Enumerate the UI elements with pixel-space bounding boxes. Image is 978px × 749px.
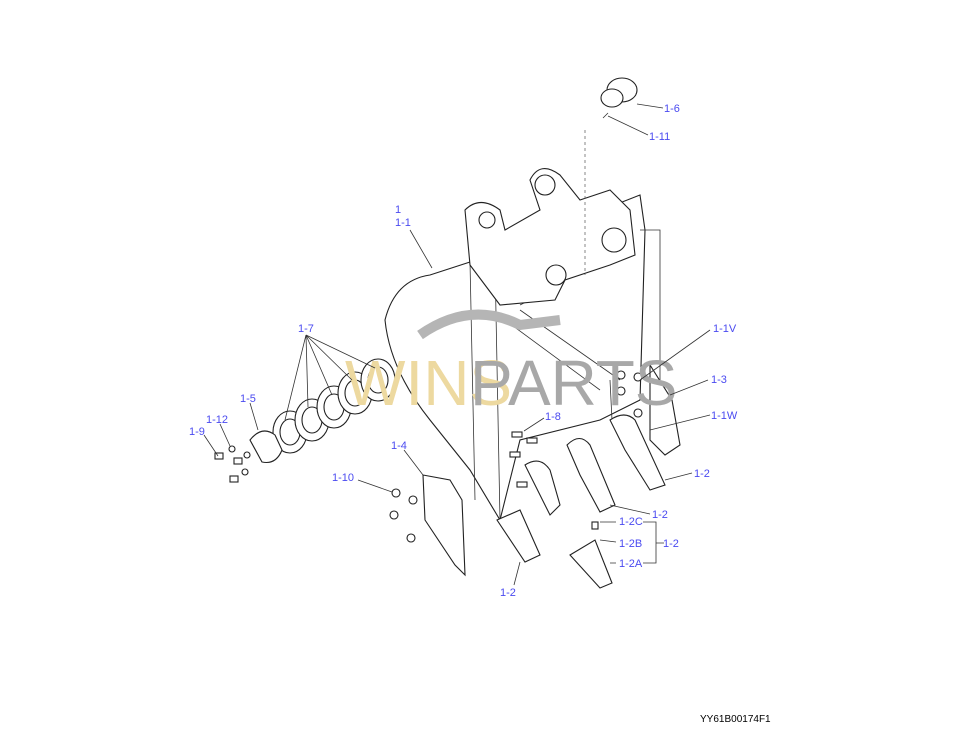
callout-1[interactable]: 1 bbox=[395, 204, 401, 216]
callout-1-9[interactable]: 1-9 bbox=[189, 426, 205, 438]
callout-1-2[interactable]: 1-2 bbox=[500, 587, 516, 599]
watermark-parts: PARTS bbox=[470, 347, 677, 419]
pin-assembly bbox=[584, 77, 638, 275]
callout-1-2[interactable]: 1-2 bbox=[694, 468, 710, 480]
leader-lines bbox=[203, 103, 711, 586]
callout-1-8[interactable]: 1-8 bbox=[545, 411, 561, 423]
callout-1-2A[interactable]: 1-2A bbox=[619, 558, 643, 570]
watermark-wins: WINS bbox=[345, 347, 512, 419]
callout-1-5[interactable]: 1-5 bbox=[240, 393, 256, 405]
callout-1-3[interactable]: 1-3 bbox=[711, 374, 727, 386]
callout-1-4[interactable]: 1-4 bbox=[391, 440, 407, 452]
callout-1-11[interactable]: 1-11 bbox=[649, 131, 670, 143]
callout-1-2B[interactable]: 1-2B bbox=[619, 538, 642, 550]
callout-labels: 1-6 1-11 1 1-1 1-7 1-5 1-12 1-9 1-4 1-10… bbox=[189, 103, 771, 725]
watermark: WINS PARTS bbox=[345, 309, 677, 419]
callout-1-2[interactable]: 1-2 bbox=[663, 538, 679, 550]
bucket-body bbox=[384, 168, 681, 522]
callout-1-1[interactable]: 1-1 bbox=[395, 217, 411, 229]
callout-1-10[interactable]: 1-10 bbox=[332, 472, 354, 484]
callout-1-1V[interactable]: 1-1V bbox=[713, 323, 737, 335]
callout-1-2[interactable]: 1-2 bbox=[652, 509, 668, 521]
callout-1-6[interactable]: 1-6 bbox=[664, 103, 680, 115]
callout-1-12[interactable]: 1-12 bbox=[206, 414, 228, 426]
callout-1-2C[interactable]: 1-2C bbox=[619, 516, 643, 528]
callout-1-7[interactable]: 1-7 bbox=[298, 323, 314, 335]
shims bbox=[214, 358, 466, 577]
teeth bbox=[496, 414, 666, 589]
callout-1-1W[interactable]: 1-1W bbox=[711, 410, 738, 422]
drawing-code: YY61B00174F1 bbox=[700, 714, 771, 725]
